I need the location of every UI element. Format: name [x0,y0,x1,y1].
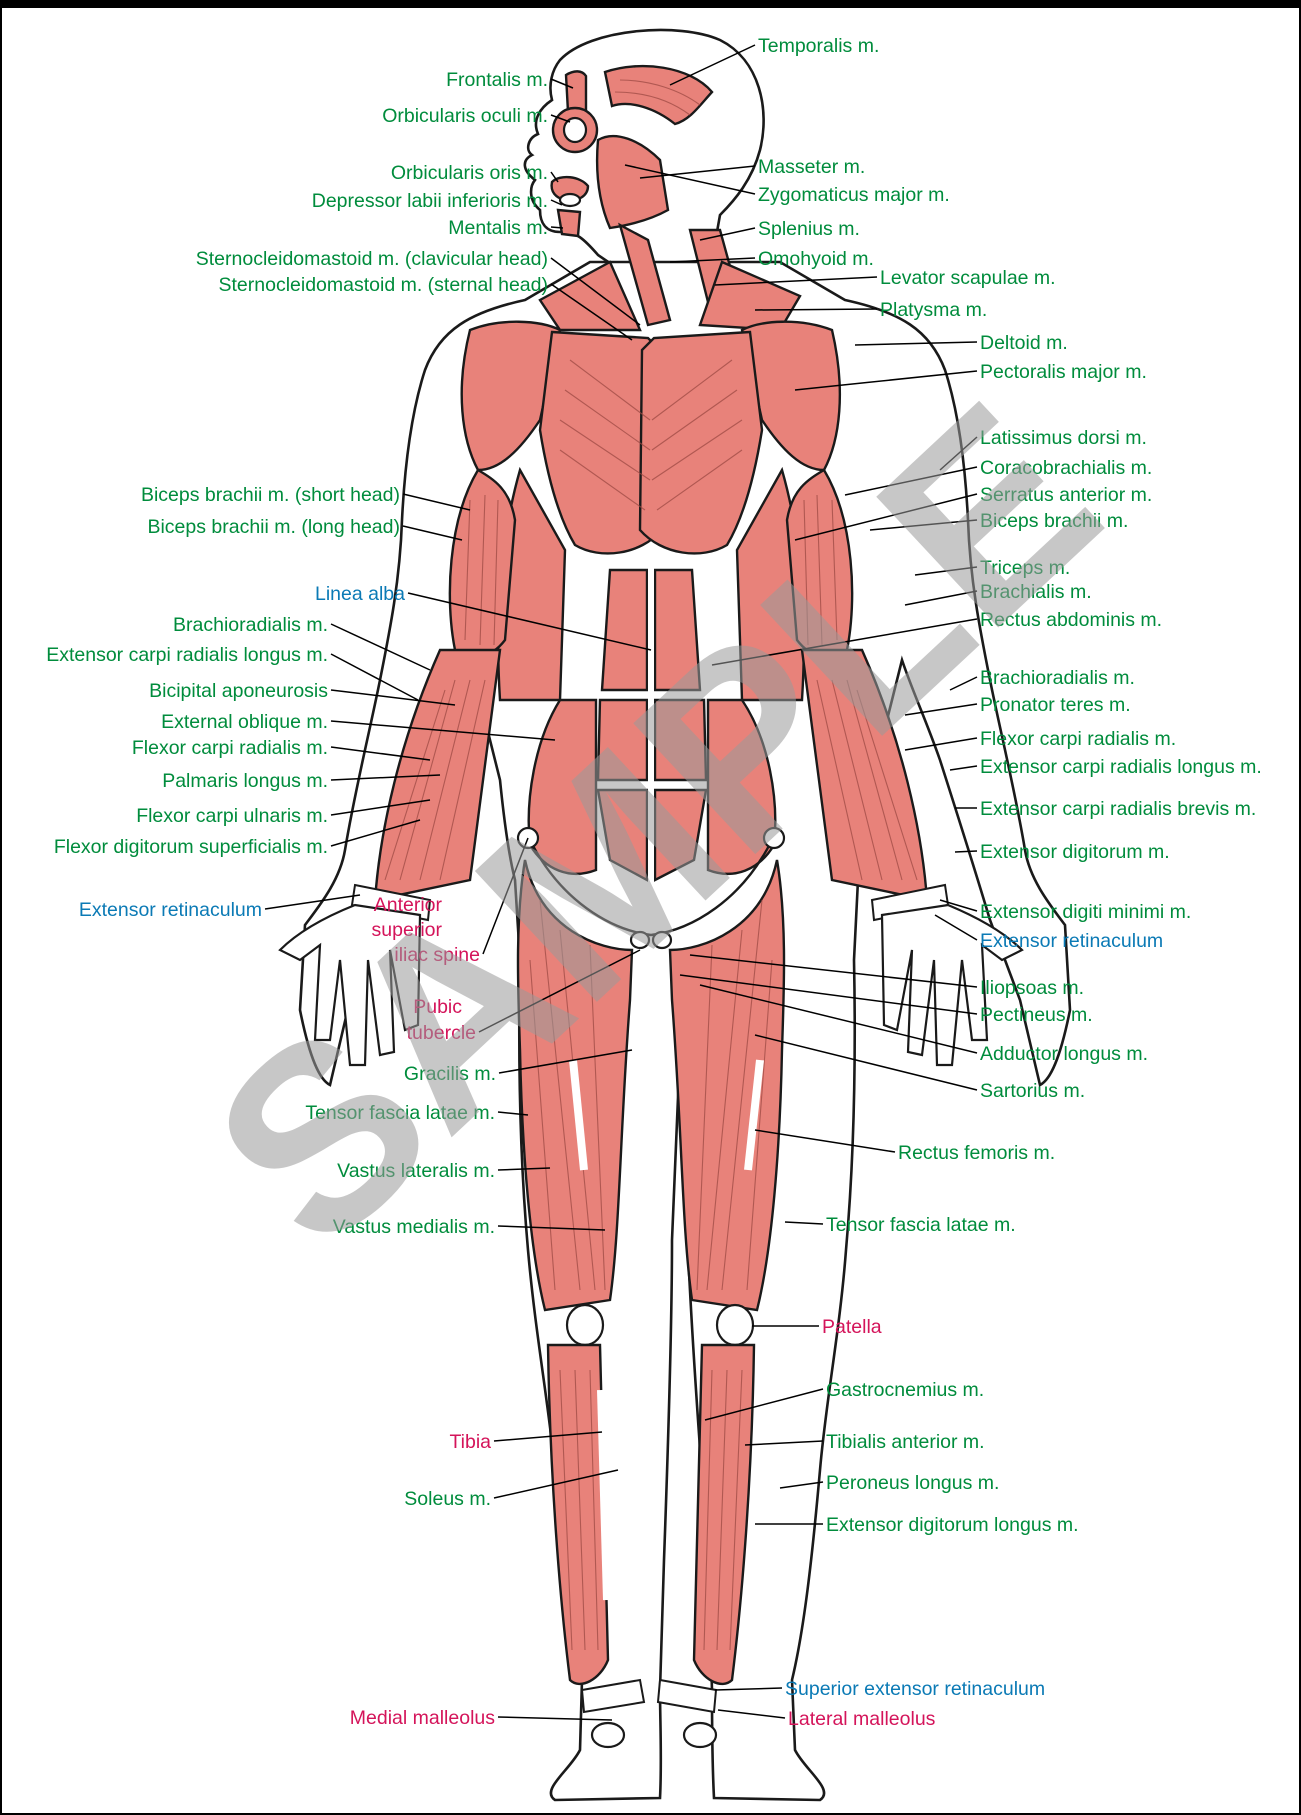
label-ecrb: Extensor carpi radialis brevis m. [980,798,1256,820]
label-fds: Flexor digitorum superficialis m. [54,836,328,858]
label-patella: Patella [822,1316,882,1338]
label-mentalis: Mentalis m. [448,217,548,239]
label-fcr-l: Flexor carpi radialis m. [132,737,328,759]
label-levator-scapulae: Levator scapulae m. [880,267,1056,289]
label-ecrl-r: Extensor carpi radialis longus m. [980,756,1262,778]
label-masseter: Masseter m. [758,156,865,178]
label-omohyoid: Omohyoid m. [758,248,874,270]
label-peroneus-longus: Peroneus longus m. [826,1472,999,1494]
label-tfl-r: Tensor fascia latae m. [826,1214,1016,1236]
label-medial-malleolus: Medial malleolus [350,1707,495,1729]
label-orbicularis-oculi: Orbicularis oculi m. [382,105,548,127]
leader-ext-digitorum [955,851,977,852]
label-linea-alba: Linea alba [315,583,405,605]
label-biceps-short: Biceps brachii m. (short head) [141,484,400,506]
label-pectoralis-major: Pectoralis major m. [980,361,1147,383]
label-tibia: Tibia [449,1431,491,1453]
label-depressor-labii: Depressor labii inferioris m. [312,190,548,212]
label-frontalis: Frontalis m. [446,69,548,91]
label-biceps-long: Biceps brachii m. (long head) [147,516,400,538]
label-iliopsoas: Iliopsoas m. [980,977,1084,999]
label-ext-digitorum-longus: Extensor digitorum longus m. [826,1514,1079,1536]
label-zygomaticus: Zygomaticus major m. [758,184,950,206]
label-splenius: Splenius m. [758,218,860,240]
label-tibialis-anterior: Tibialis anterior m. [826,1431,985,1453]
label-external-oblique: External oblique m. [161,711,328,733]
label-brachioradialis-l: Brachioradialis m. [173,614,328,636]
leader-mentalis [551,227,563,228]
label-sup-ext-retinaculum: Superior extensor retinaculum [785,1678,1045,1700]
label-gastrocnemius: Gastrocnemius m. [826,1379,984,1401]
label-extensor-retinaculum-l: Extensor retinaculum [79,899,262,921]
label-ext-digiti-minimi: Extensor digiti minimi m. [980,901,1191,923]
label-fcu: Flexor carpi ulnaris m. [136,805,328,827]
label-adductor-longus: Adductor longus m. [980,1043,1148,1065]
label-deltoid: Deltoid m. [980,332,1068,354]
label-soleus: Soleus m. [404,1488,491,1510]
label-scm-sternal: Sternocleidomastoid m. (sternal head) [219,274,549,296]
label-lateral-malleolus: Lateral malleolus [788,1708,936,1730]
label-rectus-femoris: Rectus femoris m. [898,1142,1055,1164]
label-fcr-r: Flexor carpi radialis m. [980,728,1176,750]
label-extensor-retinaculum-r: Extensor retinaculum [980,930,1163,952]
label-temporalis: Temporalis m. [758,35,879,57]
label-orbicularis-oris: Orbicularis oris m. [391,162,548,184]
label-sartorius: Sartorius m. [980,1080,1085,1102]
label-palmaris-longus: Palmaris longus m. [162,770,328,792]
label-scm-clavicular: Sternocleidomastoid m. (clavicular head) [196,248,548,270]
label-ecrl-l: Extensor carpi radialis longus m. [46,644,328,666]
label-platysma: Platysma m. [880,299,987,321]
leader-platysma [755,309,877,310]
label-ext-digitorum: Extensor digitorum m. [980,841,1170,863]
label-pectineus: Pectineus m. [980,1004,1093,1026]
label-bicipital-aponeurosis: Bicipital aponeurosis [149,680,328,702]
